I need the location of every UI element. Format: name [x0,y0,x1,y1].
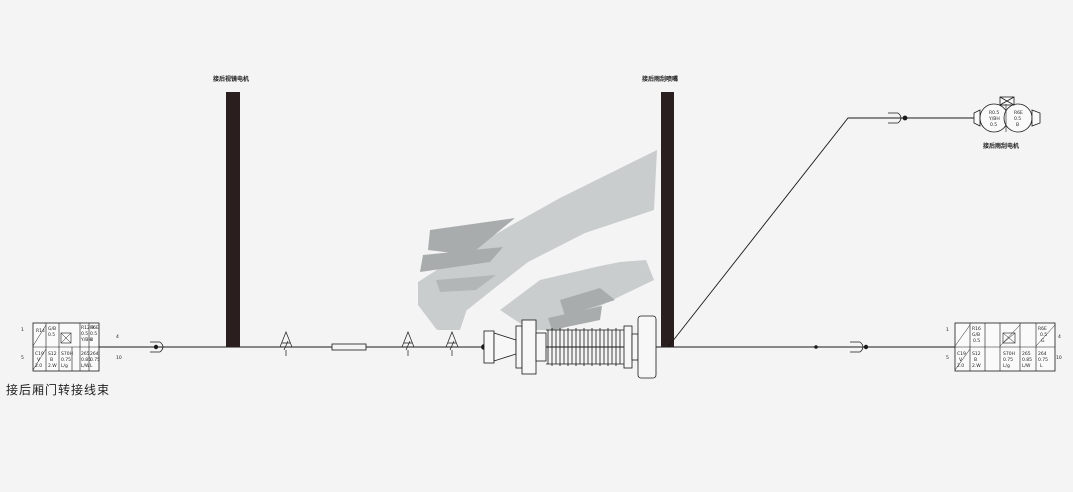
svg-text:0.5: 0.5 [990,122,997,128]
svg-text:0.5: 0.5 [90,331,97,337]
svg-text:265: 265 [81,351,90,357]
svg-text:C19: C19 [35,351,44,357]
svg-text:R6E: R6E [1014,110,1023,116]
splice-dot [814,345,818,349]
svg-text:0.75: 0.75 [90,357,100,363]
svg-text:L/W: L/W [81,363,90,369]
svg-text:2.W: 2.W [48,363,57,369]
svg-text:0.5: 0.5 [81,331,88,337]
svg-text:S12: S12 [972,351,981,357]
svg-text:V: V [37,357,41,363]
left-pin-1: 1 [21,327,24,333]
svg-text:V: V [959,357,963,363]
right-pin-1: 1 [946,327,949,333]
right-pin-4: 4 [1058,334,1061,340]
svg-text:0.5: 0.5 [973,338,980,344]
svg-text:R12 R: R12 R [81,325,94,331]
svg-text:S70H: S70H [61,351,73,357]
left-plug-icon [150,341,164,353]
svg-text:B: B [974,357,977,363]
harness-caption: 接后厢门转接线束 [6,383,111,397]
left-post-label: 接后视镜电机 [212,75,249,83]
left-pin-10: 10 [116,355,122,361]
svg-text:0.75: 0.75 [1003,357,1013,363]
svg-text:B: B [90,337,93,343]
clip-icon [401,331,415,356]
svg-text:0.5: 0.5 [1040,332,1047,338]
svg-text:0.75: 0.75 [61,357,71,363]
svg-text:265: 265 [1022,351,1031,357]
svg-text:L/W: L/W [1022,363,1031,369]
svg-text:G/B: G/B [972,332,980,338]
svg-text:0.5: 0.5 [48,332,55,338]
motor-label: 接后雨刮电机 [982,142,1019,150]
svg-text:S70H: S70H [1003,351,1015,357]
svg-text:264: 264 [90,351,99,357]
svg-text:0.5: 0.5 [1014,116,1021,122]
svg-text:B: B [1016,122,1019,128]
svg-text:0.85: 0.85 [81,357,91,363]
branch-plug-icon [888,112,908,124]
svg-text:G/B: G/B [48,326,56,332]
svg-text:G: G [1041,338,1045,344]
left-pin-4: 4 [116,334,119,340]
svg-text:C19: C19 [957,351,966,357]
svg-text:R14: R14 [36,328,45,334]
clip-icon [445,331,459,356]
watermark-logo [418,150,657,330]
right-post-label: 接后雨刮喷嘴 [641,75,678,83]
right-post [661,92,674,347]
svg-text:0.75: 0.75 [1038,357,1048,363]
svg-text:2.W: 2.W [972,363,981,369]
left-pin-5: 5 [21,355,24,361]
wire-sleeve [331,343,367,351]
left-connector: 1 5 4 10 R14 G/B 0.5 R12 R 0.5 Y/BH R6E … [21,322,122,372]
svg-text:R6E: R6E [1038,326,1047,332]
svg-text:2.0: 2.0 [35,363,42,369]
right-pin-5: 5 [946,355,949,361]
left-post [226,92,240,347]
svg-text:R16: R16 [972,326,981,332]
svg-text:S12: S12 [48,351,57,357]
clip-icon [279,331,293,356]
svg-text:L: L [90,363,93,369]
svg-text:L/g: L/g [1003,363,1010,369]
svg-text:2.0: 2.0 [957,363,964,369]
svg-text:B: B [50,357,53,363]
motor-connector [973,96,1041,133]
svg-text:R6E: R6E [90,325,99,331]
right-pin-10: 10 [1056,355,1062,361]
right-connector: 1 5 4 10 R16 G/B 0.5 R6E 0.5 G C19 V 2.0… [946,322,1062,372]
rubber-boot-icon [481,315,657,379]
right-plug-icon [850,341,869,353]
branch-wire [667,117,974,348]
svg-text:L: L [1040,363,1043,369]
svg-text:0.85: 0.85 [1022,357,1032,363]
svg-text:Y/BH: Y/BH [80,337,92,343]
svg-text:R0.5: R0.5 [989,110,999,116]
svg-text:264: 264 [1038,351,1047,357]
svg-text:L/g: L/g [61,363,68,369]
svg-text:Y/BH: Y/BH [988,116,1000,122]
